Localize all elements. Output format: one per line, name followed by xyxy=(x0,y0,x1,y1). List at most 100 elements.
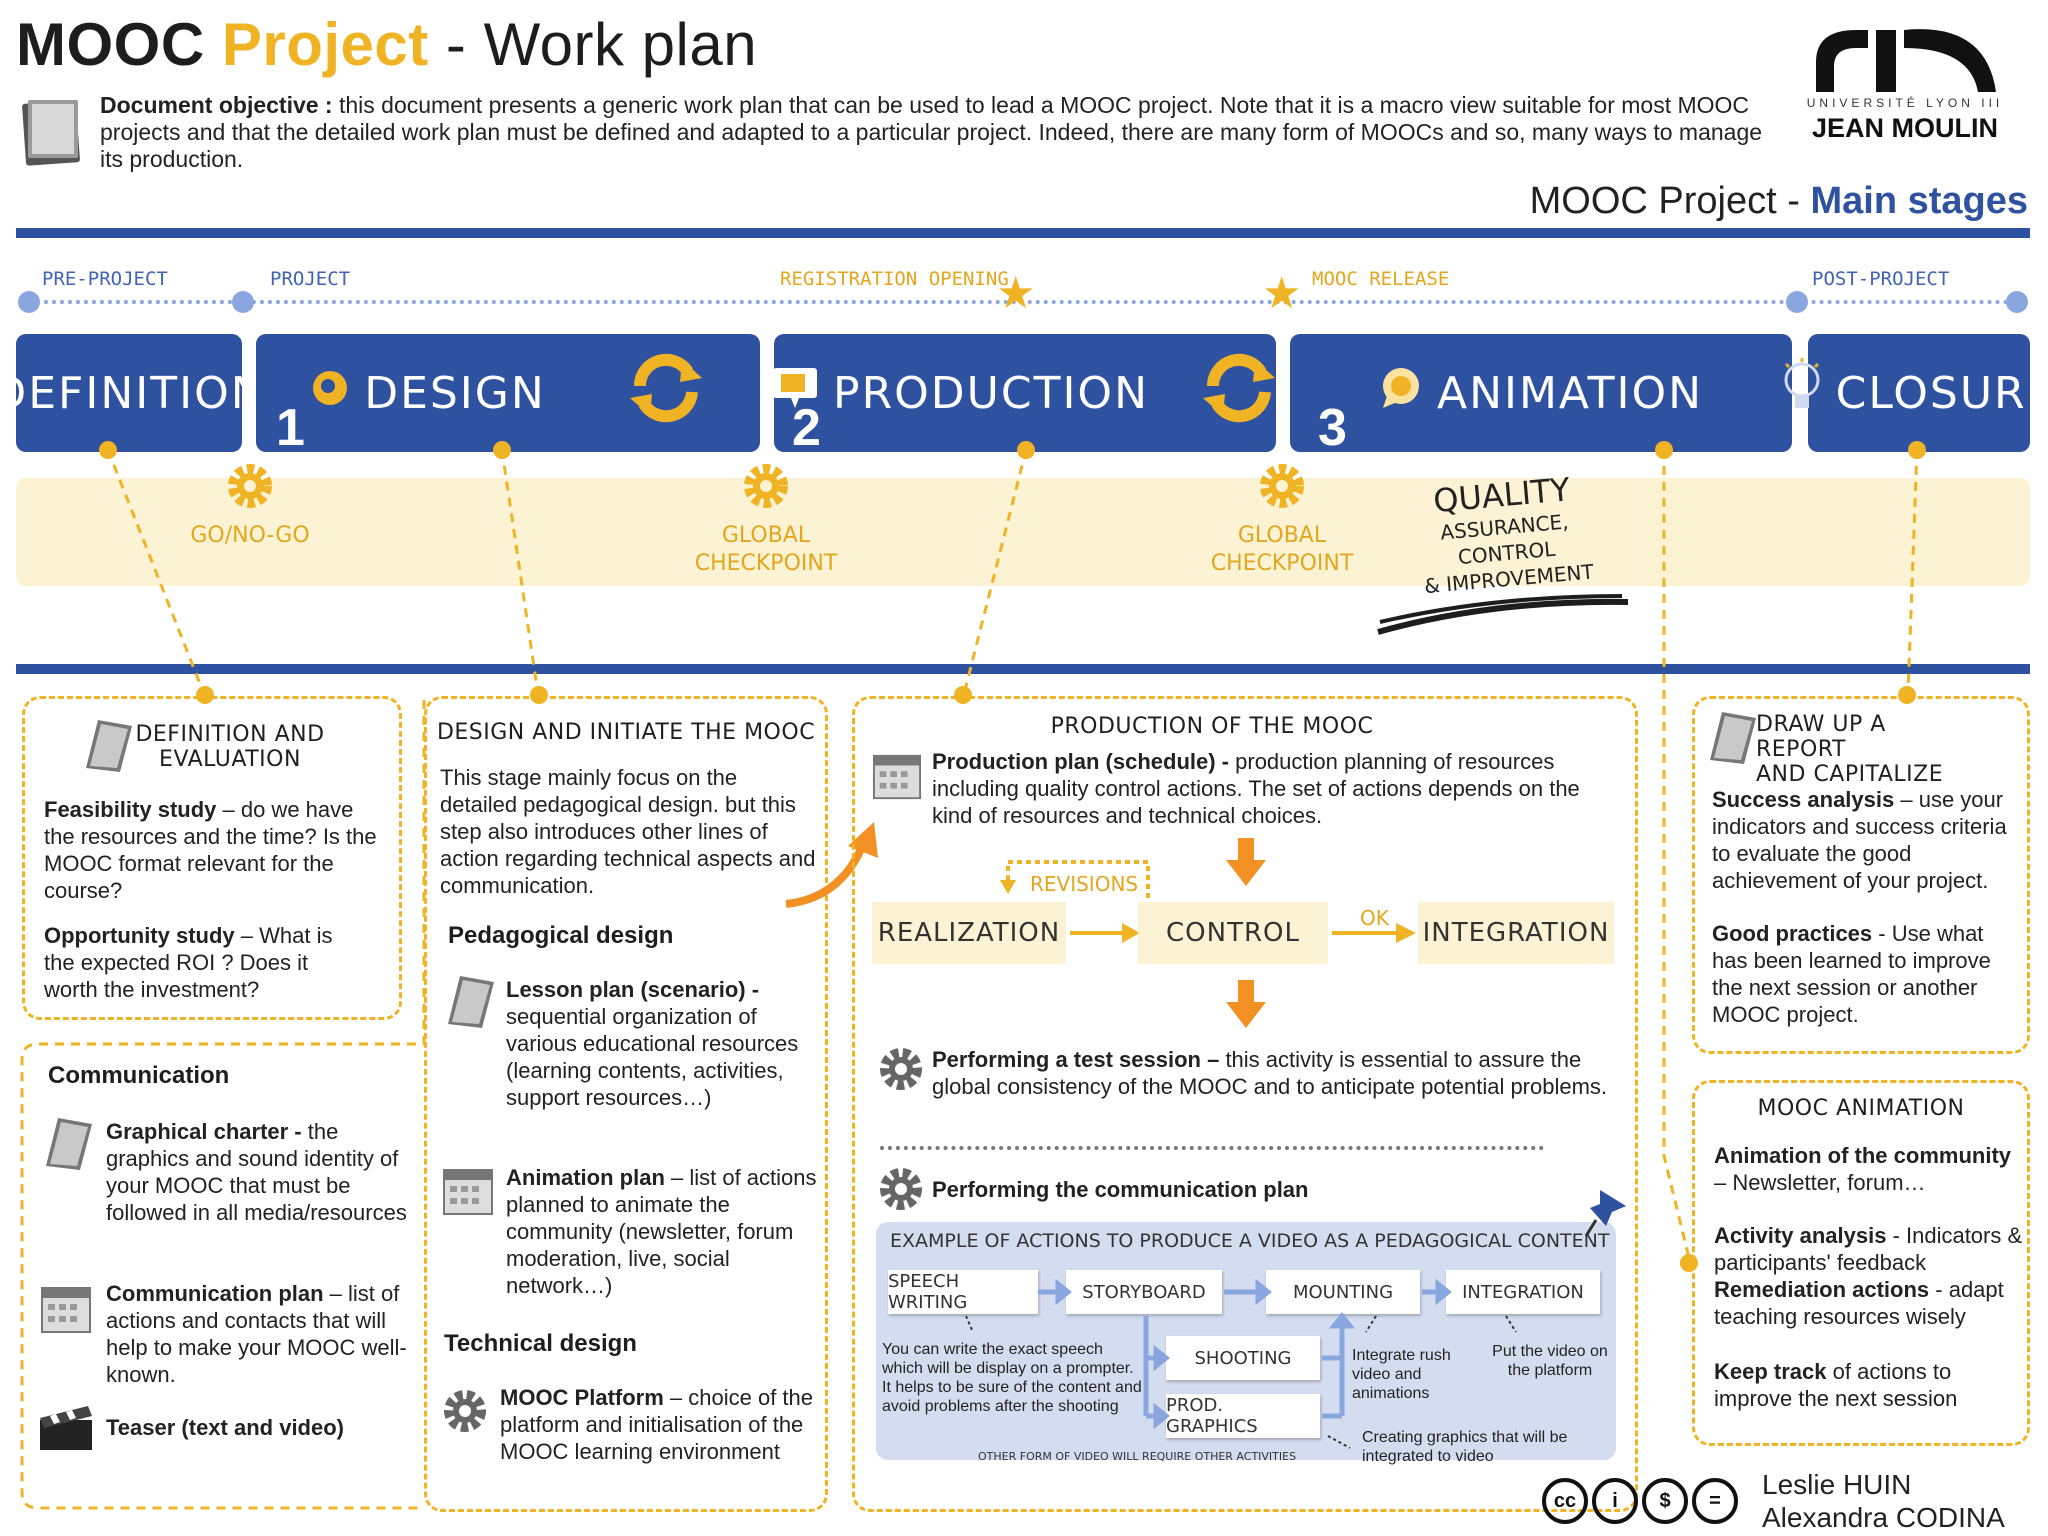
noderivs-icon: = xyxy=(1692,1478,1738,1524)
opportunity-text: – What is the expected ROI ? Does it wor… xyxy=(44,923,333,1002)
design-intro: This stage mainly focus on the detailed … xyxy=(440,765,816,898)
speech-note: You can write the exact speech which wil… xyxy=(882,1341,1142,1415)
mooc-animation-title: MOOC ANIMATION xyxy=(1757,1096,1965,1121)
test-session: Performing a test session – this activit… xyxy=(932,1046,1622,1100)
test-session-label: Performing a test session – xyxy=(932,1047,1220,1072)
control-step: CONTROL xyxy=(1138,902,1328,964)
global-checkpoint-1-line2: CHECKPOINT xyxy=(694,551,838,576)
gonogo-label: GO/NO-GO xyxy=(190,523,310,548)
cycle-icon xyxy=(1199,352,1279,435)
milestone-pre-project: PRE-PROJECT xyxy=(42,268,168,290)
pedagogical-design-heading: Pedagogical design xyxy=(448,922,674,949)
definition-title-line2: EVALUATION xyxy=(159,747,301,772)
calendar-icon xyxy=(41,1287,91,1333)
feasibility-text: – do we have the resources and the time?… xyxy=(44,797,377,903)
cycle-icon xyxy=(626,352,706,435)
pushpin-icon xyxy=(1584,1190,1626,1237)
calendar-icon xyxy=(443,1169,493,1215)
noncommercial-icon: $ xyxy=(1642,1478,1688,1524)
video-panel-title: EXAMPLE OF ACTIONS TO PRODUCE A VIDEO AS… xyxy=(890,1230,1610,1252)
stage-animation-label: ANIMATION xyxy=(1436,367,1704,419)
global-checkpoint-1-line1: GLOBAL xyxy=(721,523,811,548)
integration-step: INTEGRATION xyxy=(1418,902,1614,964)
lesson-plan-text: sequential organization of various educa… xyxy=(506,1004,799,1110)
good-practices-text: - Use what has been learned to improve t… xyxy=(1712,921,1991,1027)
comm-plan-label: Communication plan xyxy=(106,1281,324,1306)
gear-icon xyxy=(880,1048,922,1090)
comm-plan-text: – list of actions and contacts that will… xyxy=(106,1281,407,1387)
author-2: Alexandra CODINA xyxy=(1762,1502,2005,1533)
stages-title-main: Main stages xyxy=(1810,180,2028,222)
objective-text: this document presents a generic work pl… xyxy=(100,92,1763,172)
design-box xyxy=(424,696,828,1512)
success-analysis: Success analysis – use your indicators a… xyxy=(1712,786,2022,894)
dotted-separator xyxy=(880,1146,1544,1150)
stage-definition: DEFINITION xyxy=(0,334,264,452)
timeline-dot xyxy=(18,291,40,313)
animation-plan-text: – list of actions planned to animate the… xyxy=(506,1165,817,1298)
global-checkpoint-2: GLOBAL CHECKPOINT xyxy=(1192,522,1372,578)
revisions-label: REVISIONS xyxy=(1030,872,1139,896)
top-divider xyxy=(16,228,2030,238)
keep-track: Keep track of actions to improve the nex… xyxy=(1714,1358,2014,1412)
lesson-plan-label: Lesson plan (scenario) - xyxy=(506,977,760,1002)
film-clapper-icon xyxy=(40,1406,92,1450)
charter-text: the graphics and sound identity of your … xyxy=(106,1119,407,1225)
head-gear-icon xyxy=(310,368,350,419)
remediation-text: - adapt teaching resources wisely xyxy=(1714,1277,2004,1329)
timeline-dot xyxy=(1786,291,1808,313)
notebook-icon xyxy=(448,976,494,1028)
production-plan: Production plan (schedule) - production … xyxy=(932,748,1622,829)
production-box xyxy=(852,696,1638,1512)
definition-box-title: DEFINITION AND EVALUATION xyxy=(130,722,330,772)
gear-icon xyxy=(444,1390,486,1432)
presentation-icon xyxy=(771,366,819,421)
quality-assurance-label: QUALITY ASSURANCE, CONTROL & IMPROVEMENT xyxy=(1385,466,1624,602)
production-box-title: PRODUCTION OF THE MOOC xyxy=(1050,714,1374,739)
connector-dot xyxy=(1898,686,1916,704)
good-practices: Good practices - Use what has been learn… xyxy=(1712,920,2022,1028)
teaser: Teaser (text and video) xyxy=(106,1414,344,1441)
ok-label: OK xyxy=(1360,906,1389,930)
communication-plan: Communication plan – list of actions and… xyxy=(106,1280,426,1388)
test-session-text: this activity is essential to assure the… xyxy=(932,1047,1608,1099)
stage-number-3: 3 xyxy=(1318,399,1347,457)
down-arrow-icon xyxy=(1226,980,1266,1028)
stages-title-prefix: MOOC Project - xyxy=(1529,180,1800,222)
report-box xyxy=(1692,696,2030,1054)
stage-number-2: 2 xyxy=(792,399,821,457)
keep-track-text: of actions to improve the next session xyxy=(1714,1359,1958,1411)
milestone-project: PROJECT xyxy=(270,268,351,290)
document-objective: Document objective : this document prese… xyxy=(100,92,1780,173)
revisions-loop xyxy=(1000,860,1150,898)
remediation-label: Remediation actions xyxy=(1714,1277,1930,1302)
lightbulb-icon xyxy=(1782,356,1822,431)
storyboard-step: STORYBOARD xyxy=(1066,1270,1222,1314)
right-arrow-icon xyxy=(1332,923,1416,943)
mounting-step: MOUNTING xyxy=(1266,1270,1420,1314)
timeline-dot xyxy=(232,291,254,313)
integration-video-step: INTEGRATION xyxy=(1446,1270,1600,1314)
realization-step: REALIZATION xyxy=(872,902,1066,964)
platform-label: MOOC Platform xyxy=(500,1385,664,1410)
objective-label: Document objective : xyxy=(100,92,333,118)
author-1: Leslie HUIN xyxy=(1762,1469,1912,1500)
animation-plan: Animation plan – list of actions planned… xyxy=(506,1164,822,1299)
connector-dot xyxy=(1680,1254,1698,1272)
other-forms-note: OTHER FORM OF VIDEO WILL REQUIRE OTHER A… xyxy=(978,1450,1297,1463)
middle-divider xyxy=(16,664,2030,674)
activity-text: - Indicators & participants' feedback xyxy=(1714,1223,2023,1275)
success-text: – use your indicators and success criter… xyxy=(1712,787,2007,893)
stage-production-label: PRODUCTION xyxy=(833,367,1149,419)
comm-execution-label: Performing the communication plan xyxy=(932,1177,1309,1202)
title-project: Project xyxy=(221,11,429,78)
milestone-registration: REGISTRATION OPENING xyxy=(780,268,1009,290)
rush-note: Integrate rush video and animations xyxy=(1352,1347,1451,1402)
good-practices-label: Good practices xyxy=(1712,921,1873,946)
teaser-label: Teaser (text and video) xyxy=(106,1415,344,1440)
lesson-plan: Lesson plan (scenario) - sequential orga… xyxy=(506,976,816,1111)
platform-text: – choice of the platform and initialisat… xyxy=(500,1385,814,1464)
opportunity-study: Opportunity study – What is the expected… xyxy=(44,922,364,1003)
stages-title: MOOC Project - Main stages xyxy=(1530,180,2028,223)
gear-icon xyxy=(880,1168,922,1210)
